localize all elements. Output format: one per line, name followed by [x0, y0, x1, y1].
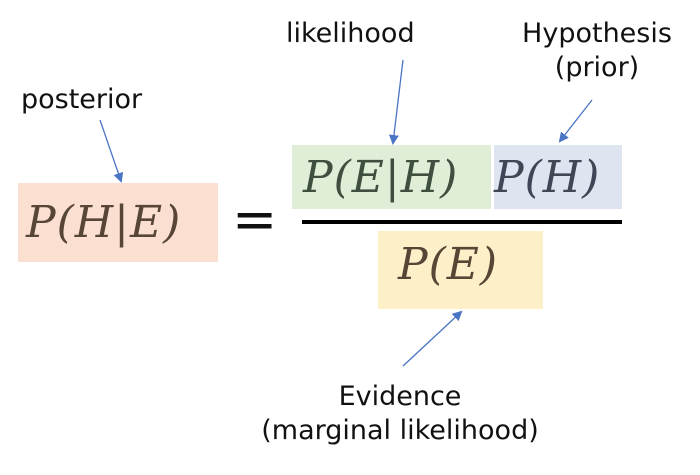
evidence-label-line2: (marginal likelihood) — [261, 415, 539, 446]
prior-arrow — [558, 99, 593, 143]
equals-sign: = — [232, 188, 278, 251]
prior-term: P(H) — [494, 152, 601, 203]
evidence-arrow — [402, 310, 463, 367]
prior-highlight — [494, 145, 622, 209]
likelihood-label: likelihood — [286, 18, 415, 49]
likelihood-term: P(E|H) — [303, 152, 459, 203]
evidence-label-line1: Evidence — [338, 381, 462, 412]
evidence-term: P(E) — [398, 239, 499, 290]
posterior-label: posterior — [21, 84, 143, 115]
posterior-term: P(H|E) — [26, 197, 182, 248]
likelihood-highlight — [292, 145, 491, 209]
hypothesis-label-line2: (prior) — [554, 52, 640, 83]
hypothesis-label-line1: Hypothesis — [522, 18, 672, 49]
evidence-highlight — [378, 231, 543, 309]
hypothesis-label: Hypothesis (prior) — [504, 17, 690, 85]
evidence-label: Evidence (marginal likelihood) — [236, 380, 564, 448]
posterior-arrow — [99, 119, 124, 183]
posterior-highlight — [18, 183, 218, 262]
fraction-bar — [302, 220, 622, 224]
likelihood-arrow — [388, 59, 404, 145]
